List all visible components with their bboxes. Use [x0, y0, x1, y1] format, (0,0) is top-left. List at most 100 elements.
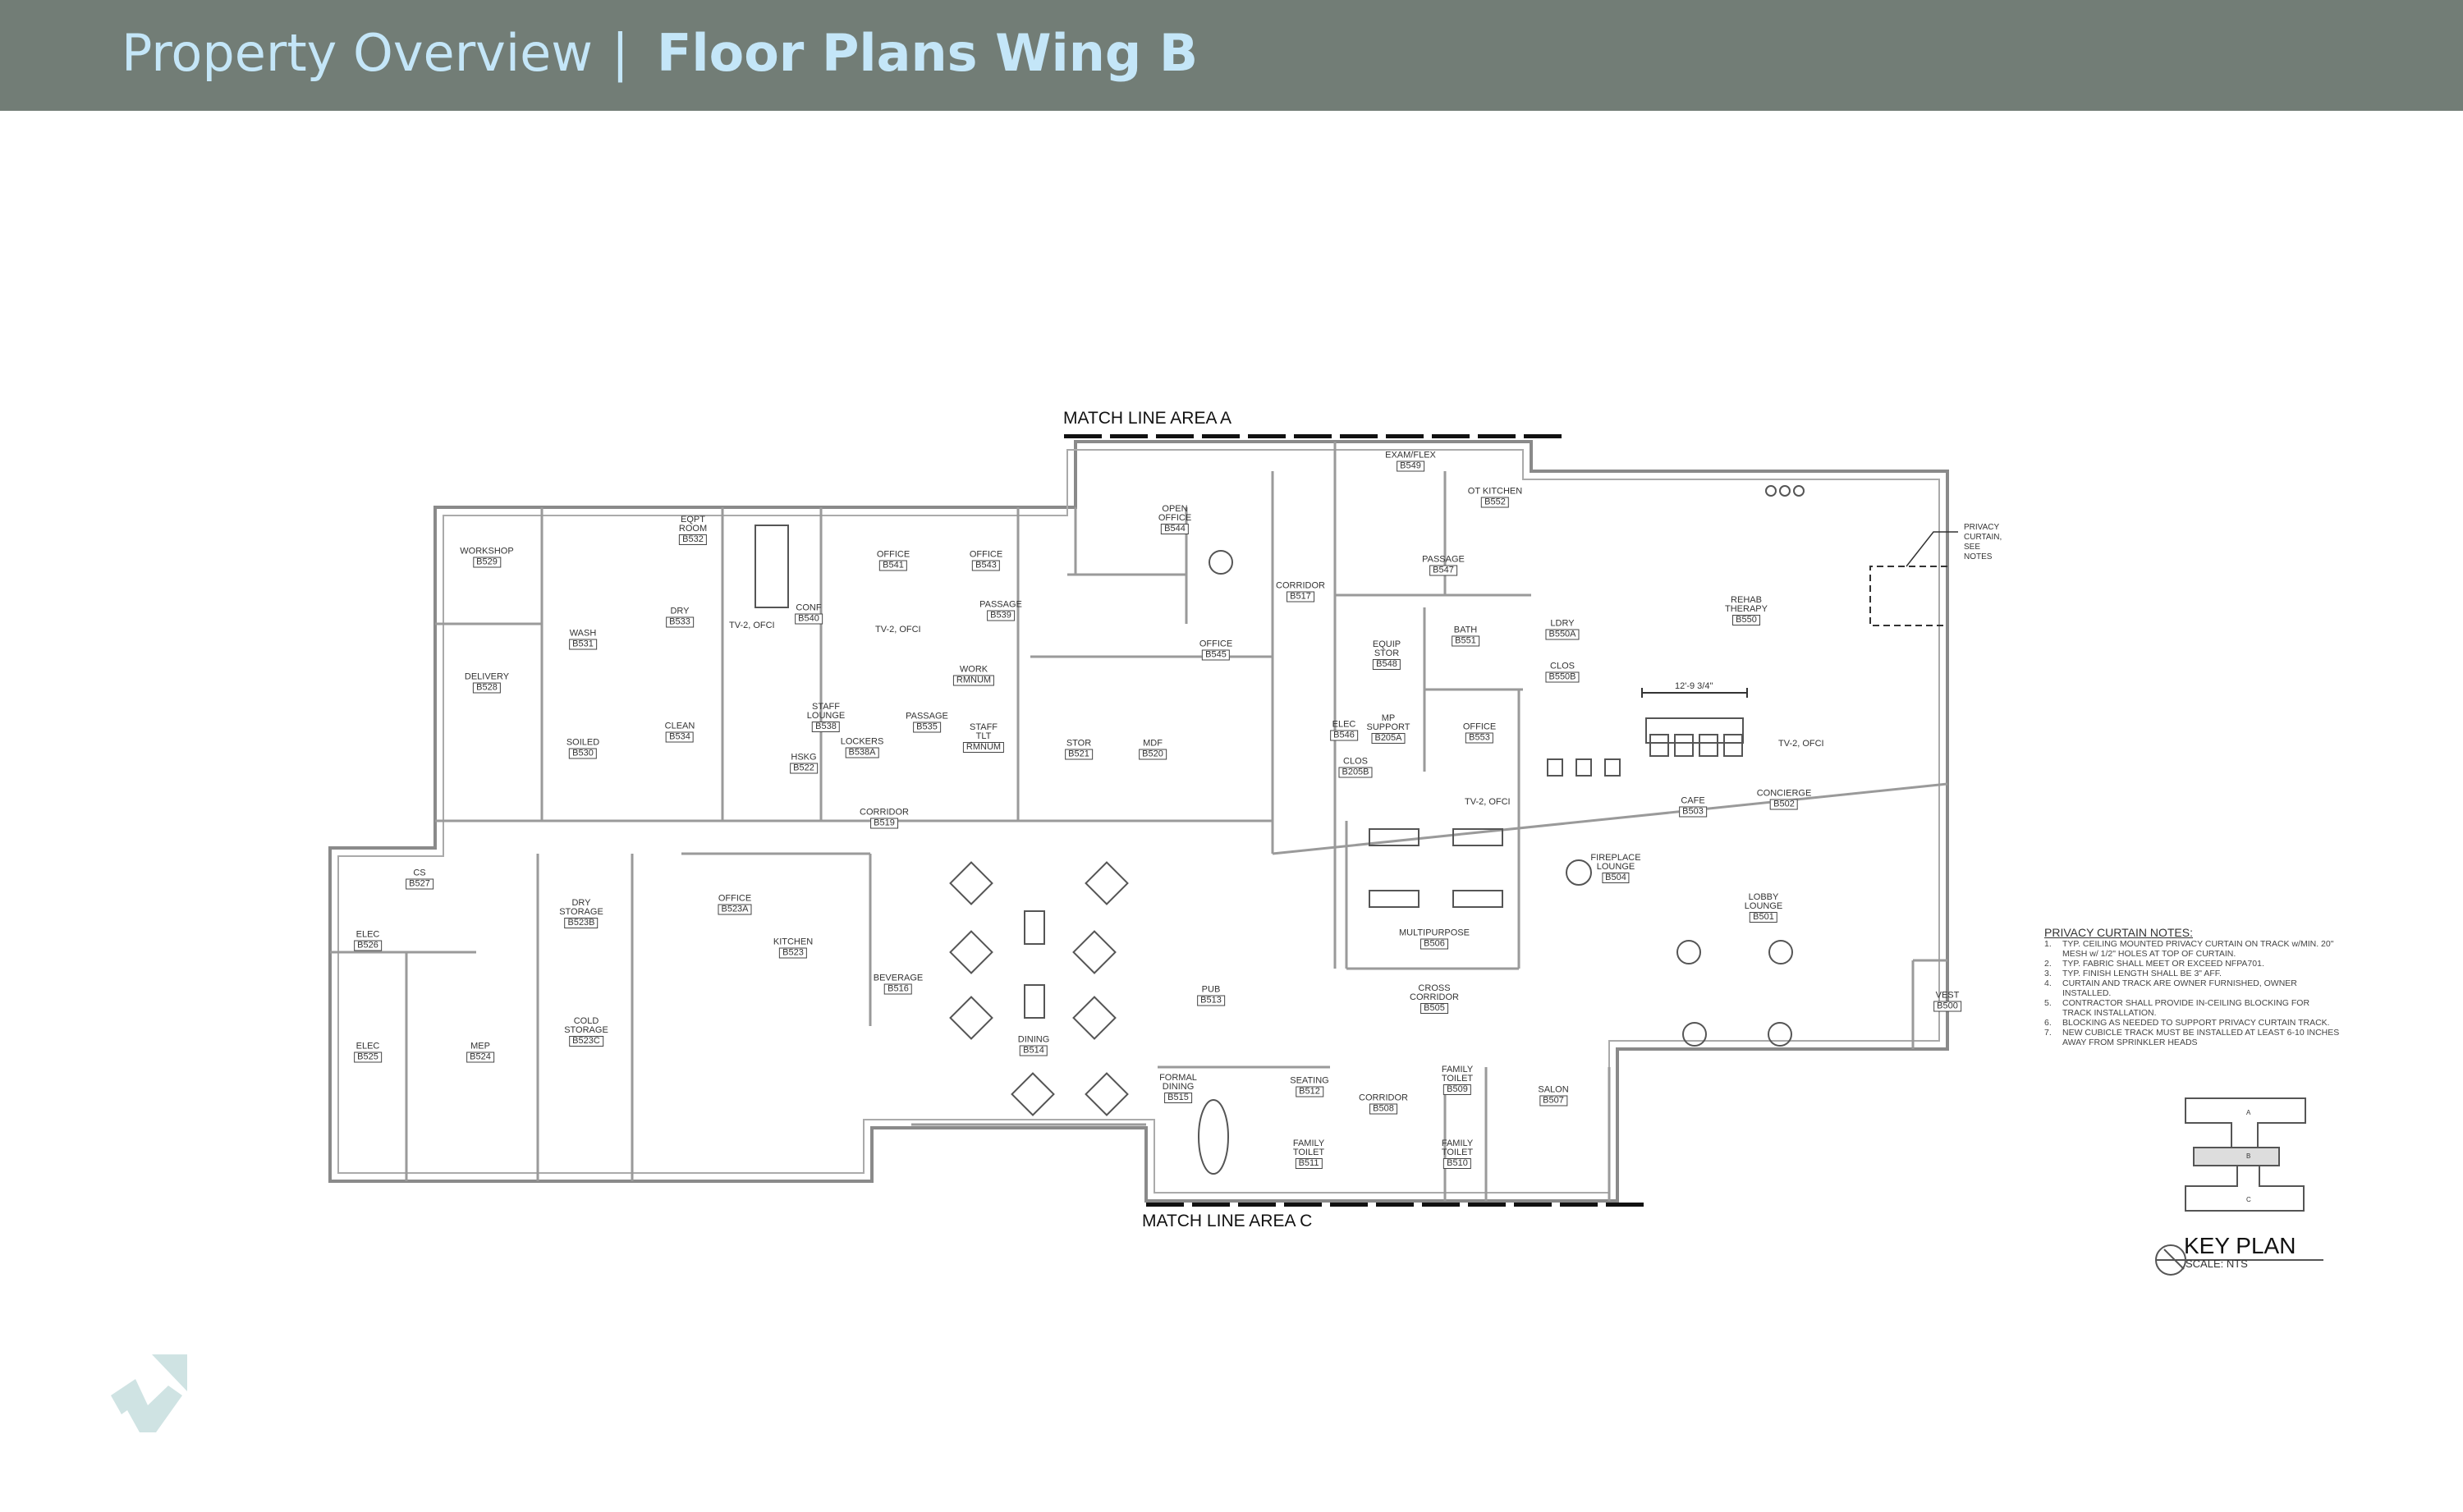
room-name: CAFE — [1681, 795, 1705, 806]
dining-table — [1024, 984, 1045, 1019]
header-bar: Property Overview | Floor Plans Wing B — [0, 0, 2463, 111]
room-number: B550 — [1732, 615, 1760, 625]
room-number: B509 — [1443, 1084, 1471, 1095]
room-number: B527 — [406, 878, 433, 890]
dining-table — [949, 861, 993, 905]
room-number: B552 — [1481, 497, 1509, 508]
room-name: COLD STORAGE — [564, 1016, 608, 1035]
note-item: 2.TYP. FABRIC SHALL MEET OR EXCEED NFPA7… — [2044, 959, 2340, 969]
note-number: 5. — [2044, 998, 2052, 1008]
multipurpose-table — [1369, 890, 1420, 908]
room-number: B523 — [779, 947, 807, 959]
room-number: B515 — [1164, 1093, 1192, 1103]
conference-table — [754, 525, 789, 608]
match-line-label-top: MATCH LINE AREA A — [1063, 409, 1232, 428]
room-name: MULTIPURPOSE — [1399, 928, 1470, 938]
multipurpose-table — [1452, 890, 1503, 908]
room-number: B528 — [473, 682, 501, 694]
room-name: MEP — [470, 1041, 490, 1052]
room-number: B547 — [1429, 565, 1457, 576]
note-text: TYP. FINISH LENGTH SHALL BE 3" AFF. — [2062, 969, 2222, 978]
note-item: 3.TYP. FINISH LENGTH SHALL BE 3" AFF. — [2044, 969, 2340, 978]
note-item: 7.NEW CUBICLE TRACK MUST BE INSTALLED AT… — [2044, 1028, 2340, 1047]
match-line-dash — [1524, 434, 1562, 438]
company-logo — [111, 1354, 187, 1432]
room-number: B510 — [1443, 1158, 1471, 1169]
room-name: FIREPLACE LOUNGE — [1590, 853, 1641, 872]
room-number: B540 — [795, 613, 823, 625]
room-number: B504 — [1602, 873, 1630, 883]
section-title: Property Overview — [122, 23, 593, 83]
note-text: CURTAIN AND TRACK ARE OWNER FURNISHED, O… — [2062, 978, 2297, 998]
match-line-dash — [1514, 1203, 1552, 1207]
room-number: B519 — [870, 818, 898, 829]
room-number: B549 — [1397, 460, 1424, 472]
tv-annotation: TV-2, OFCI — [875, 625, 921, 635]
room-number: B525 — [354, 1052, 382, 1063]
match-lines — [1064, 434, 1644, 1207]
match-line-dash — [1064, 434, 1102, 438]
key-plan-scale: SCALE: NTS — [2186, 1258, 2248, 1270]
room-number: B534 — [666, 731, 694, 743]
room-name: PASSAGE — [979, 599, 1022, 610]
room-name: MDF — [1143, 738, 1163, 749]
note-number: 6. — [2044, 1018, 2052, 1028]
room-name: OFFICE — [1199, 639, 1233, 649]
privacy-curtain-notes: PRIVACY CURTAIN NOTES: 1.TYP. CEILING MO… — [2044, 926, 2340, 1047]
room-name: FAMILY TOILET — [1441, 1139, 1474, 1157]
note-item: 6.BLOCKING AS NEEDED TO SUPPORT PRIVACY … — [2044, 1018, 2340, 1028]
room-number: B541 — [879, 560, 907, 571]
tv-annotation: TV-2, OFCI — [1778, 739, 1824, 749]
room-name: ELEC — [355, 929, 380, 940]
dining-table — [1085, 1072, 1129, 1116]
dining-table — [1024, 910, 1045, 945]
match-line-dash — [1238, 1203, 1276, 1207]
room-number: B521 — [1065, 749, 1093, 760]
room-name: CLEAN — [664, 721, 695, 731]
room-number: B545 — [1202, 649, 1230, 661]
room-name: FAMILY TOILET — [1292, 1139, 1325, 1157]
interior-walls — [330, 442, 1948, 1201]
notes-heading: PRIVACY CURTAIN NOTES: — [2044, 926, 2193, 939]
room-number: B501 — [1750, 912, 1777, 923]
room-number: B529 — [473, 557, 501, 568]
key-plan-title: KEY PLAN — [2184, 1233, 2296, 1258]
room-name: WASH — [569, 628, 597, 639]
room-name: EQUIP STOR — [1372, 639, 1401, 658]
room-number: B543 — [972, 560, 1000, 571]
room-number: B505 — [1420, 1003, 1448, 1014]
chair — [1649, 734, 1669, 757]
room-number: B507 — [1539, 1095, 1567, 1107]
room-name: HSKG — [791, 752, 817, 763]
equipment-circle — [1793, 485, 1805, 497]
dining-table — [1072, 930, 1117, 974]
room-number: B538A — [845, 747, 879, 758]
match-line-dash — [1156, 434, 1194, 438]
room-number: B544 — [1161, 524, 1189, 534]
room-number: B513 — [1197, 995, 1225, 1006]
room-number: B503 — [1679, 806, 1707, 818]
formal-dining-table — [1198, 1099, 1229, 1175]
room-number: B539 — [987, 610, 1015, 621]
room-number: B550B — [1545, 671, 1580, 683]
room-name: CORRIDOR — [860, 807, 909, 818]
room-name: KITCHEN — [773, 937, 814, 947]
